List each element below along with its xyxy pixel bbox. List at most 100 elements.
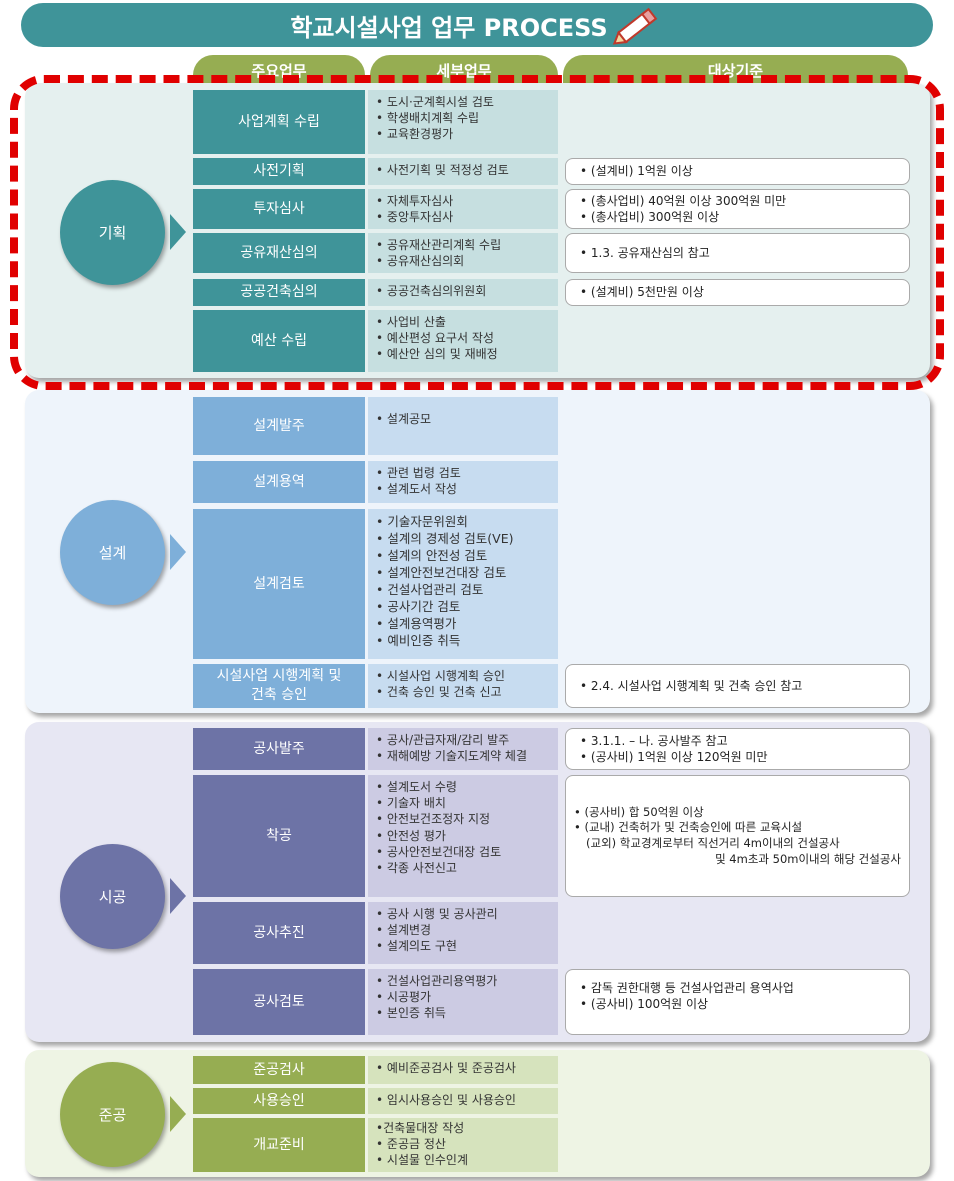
detail-item: • 설계도서 작성 <box>376 482 457 497</box>
detail-item: • 예비인증 취득 <box>376 633 461 648</box>
detail-item: • 설계의도 구현 <box>376 939 457 954</box>
arrow-right-icon <box>170 534 186 570</box>
detail-item: • 공사/관급자재/감리 발주 <box>376 733 510 747</box>
task-box: 공유재산심의 <box>193 233 365 273</box>
task-box: 사업계획 수립 <box>193 90 365 154</box>
detail-box: • 사전기획 및 적정성 검토 <box>368 158 558 185</box>
detail-box: • 공유재산관리계획 수립 • 공유재산심의회 <box>368 233 558 273</box>
detail-item: • 예산안 심의 및 재배정 <box>376 347 498 362</box>
detail-box: • 설계도서 수령 • 기술자 배치 • 안전보건조정자 지정 • 안전성 평가… <box>368 775 558 897</box>
detail-item: • 각종 사전신고 <box>376 860 457 875</box>
arrow-right-icon <box>170 1096 186 1132</box>
page-title: 학교시설사업 업무 PROCESS <box>290 13 608 42</box>
detail-box: • 공사/관급자재/감리 발주 • 재해예방 기술지도계약 체결 <box>368 728 558 770</box>
detail-item: • 예산편성 요구서 작성 <box>376 331 494 346</box>
criteria-item: • (설계비) 1억원 이상 <box>580 164 693 179</box>
phase-circle-design: 설계 <box>60 500 165 605</box>
criteria-item: • (설계비) 5천만원 이상 <box>580 285 704 300</box>
task-box: 사용승인 <box>193 1088 365 1114</box>
phase-circle-complete: 준공 <box>60 1062 165 1167</box>
detail-box: • 임시사용승인 및 사용승인 <box>368 1088 558 1114</box>
criteria-box: • (설계비) 5천만원 이상 <box>565 279 910 306</box>
criteria-box: • 2.4. 시설사업 시행계획 및 건축 승인 참고 <box>565 664 910 708</box>
detail-item: • 준공금 정산 <box>376 1137 446 1152</box>
detail-box: • 관련 법령 검토 • 설계도서 작성 <box>368 461 558 503</box>
detail-item: • 공사안전보건대장 검토 <box>376 844 502 859</box>
task-box: 착공 <box>193 775 365 897</box>
detail-item: • 시공평가 <box>376 990 432 1005</box>
detail-item: • 공사기간 검토 <box>376 599 461 614</box>
detail-box: •건축물대장 작성 • 준공금 정산 • 시설물 인수인계 <box>368 1118 558 1172</box>
detail-item: • 설계의 안전성 검토 <box>376 548 488 563</box>
highlight-dashed-border <box>10 75 944 390</box>
criteria-box: • (설계비) 1억원 이상 <box>565 158 910 185</box>
detail-item: • 도시·군계획시설 검토 <box>376 95 494 109</box>
detail-item: • 공유재산심의회 <box>376 254 465 269</box>
detail-box: • 설계공모 <box>368 397 558 455</box>
title-bar: 학교시설사업 업무 PROCESS <box>21 3 933 47</box>
detail-item: • 공사 시행 및 공사관리 <box>376 907 498 921</box>
task-box: 공사발주 <box>193 728 365 770</box>
detail-item: • 임시사용승인 및 사용승인 <box>376 1093 516 1107</box>
detail-box: • 자체투자심사 • 중앙투자심사 <box>368 189 558 229</box>
detail-box: • 사업비 산출 • 예산편성 요구서 작성 • 예산안 심의 및 재배정 <box>368 310 558 372</box>
task-box: 준공검사 <box>193 1056 365 1084</box>
task-box: 예산 수립 <box>193 310 365 372</box>
criteria-item: 및 4m초과 50m이내의 해당 건설공사 <box>715 851 901 866</box>
criteria-item: • 3.1.1. – 나. 공사발주 참고 <box>580 733 728 748</box>
criteria-item: • (공사비) 합 50억원 이상 <box>574 804 704 819</box>
phase-circle-build: 시공 <box>60 844 165 949</box>
detail-item: • 중앙투자심사 <box>376 210 454 225</box>
detail-item: • 설계공모 <box>376 412 432 426</box>
task-box: 설계발주 <box>193 397 365 455</box>
criteria-box: • (공사비) 합 50억원 이상 • (교내) 건축허가 및 건축승인에 따른… <box>565 775 910 897</box>
criteria-item: (교외) 학교경계로부터 직선거리 4m이내의 건설공사 <box>586 836 840 850</box>
criteria-item: • (공사비) 1억원 이상 120억원 미만 <box>580 750 768 764</box>
task-box: 설계용역 <box>193 461 365 503</box>
detail-box: • 공공건축심의위원회 <box>368 279 558 306</box>
task-box: 개교준비 <box>193 1118 365 1172</box>
detail-item: • 안전보건조정자 지정 <box>376 812 491 827</box>
detail-item: • 사업비 산출 <box>376 315 446 329</box>
criteria-box: • 1.3. 공유재산심의 참고 <box>565 233 910 273</box>
detail-item: • 설계도서 수령 <box>376 780 457 794</box>
detail-item: • 건축 승인 및 건축 신고 <box>376 685 502 700</box>
detail-box: • 건설사업관리용역평가 • 시공평가 • 본인증 취득 <box>368 969 558 1035</box>
task-box: 공사추진 <box>193 902 365 964</box>
detail-item: • 설계변경 <box>376 923 432 938</box>
phase-circle-plan: 기획 <box>60 180 165 285</box>
arrow-right-icon <box>170 878 186 914</box>
criteria-item: • (총사업비) 300억원 이상 <box>580 210 720 224</box>
detail-item: • 사전기획 및 적정성 검토 <box>376 163 509 177</box>
criteria-item: • (공사비) 100억원 이상 <box>580 997 709 1012</box>
criteria-box: • 3.1.1. – 나. 공사발주 참고 • (공사비) 1억원 이상 120… <box>565 728 910 770</box>
criteria-item: • (교내) 건축허가 및 건축승인에 따른 교육시설 <box>574 820 803 835</box>
detail-item: • 시설물 인수인계 <box>376 1153 469 1168</box>
detail-box: • 시설사업 시행계획 승인 • 건축 승인 및 건축 신고 <box>368 664 558 708</box>
task-box: 투자심사 <box>193 189 365 229</box>
detail-item: • 설계의 경제성 검토(VE) <box>376 531 514 546</box>
detail-box: • 예비준공검사 및 준공검사 <box>368 1056 558 1084</box>
arrow-right-icon <box>170 214 186 250</box>
detail-item: • 건설사업관리용역평가 <box>376 974 498 988</box>
detail-item: • 교육환경평가 <box>376 127 454 142</box>
detail-item: • 건설사업관리 검토 <box>376 582 484 597</box>
task-box: 시설사업 시행계획 및 건축 승인 <box>193 664 365 708</box>
detail-item: • 설계용역평가 <box>376 616 457 631</box>
task-box: 사전기획 <box>193 158 365 185</box>
task-box: 공공건축심의 <box>193 279 365 306</box>
task-box: 공사검토 <box>193 969 365 1035</box>
detail-box: • 도시·군계획시설 검토 • 학생배치계획 수립 • 교육환경평가 <box>368 90 558 154</box>
detail-item: • 기술자 배치 <box>376 796 446 811</box>
detail-item: • 본인증 취득 <box>376 1006 446 1021</box>
detail-item: •건축물대장 작성 <box>376 1121 465 1135</box>
detail-item: • 학생배치계획 수립 <box>376 111 480 126</box>
detail-item: • 관련 법령 검토 <box>376 466 461 480</box>
detail-box: • 기술자문위원회 • 설계의 경제성 검토(VE) • 설계의 안전성 검토 … <box>368 509 558 659</box>
detail-item: • 공공건축심의위원회 <box>376 284 487 298</box>
detail-item: • 설계안전보건대장 검토 <box>376 565 507 580</box>
criteria-item: • 1.3. 공유재산심의 참고 <box>580 245 710 260</box>
detail-item: • 공유재산관리계획 수립 <box>376 238 502 252</box>
detail-item: • 안전성 평가 <box>376 828 446 843</box>
criteria-box: • 감독 권한대행 등 건설사업관리 용역사업 • (공사비) 100억원 이상 <box>565 969 910 1035</box>
